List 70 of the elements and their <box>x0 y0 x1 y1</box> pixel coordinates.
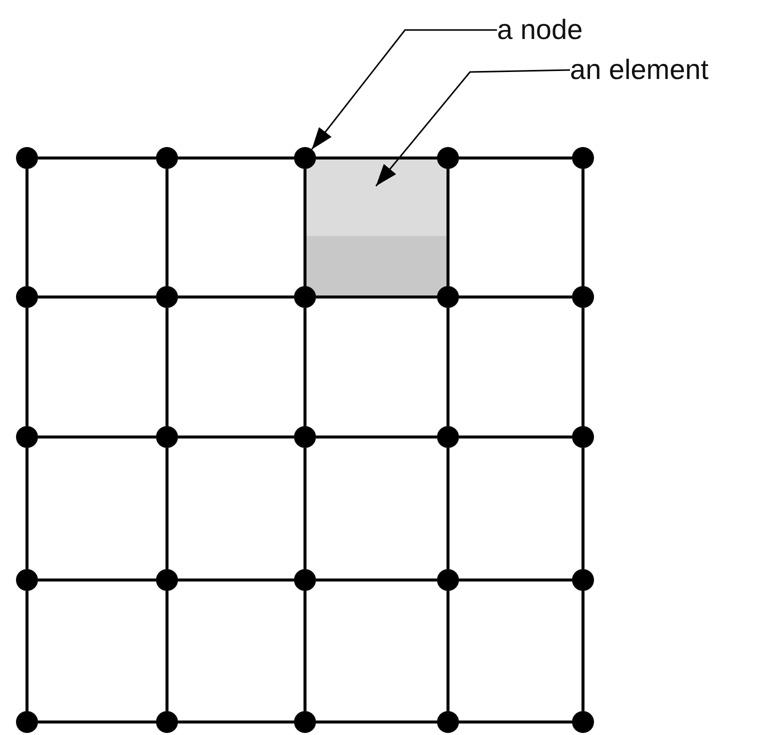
mesh-line <box>38 296 156 298</box>
mesh-line <box>582 169 584 286</box>
mesh-line <box>304 448 306 569</box>
callout-label: a node <box>497 14 583 46</box>
mesh-node-dot <box>437 286 459 308</box>
mesh-line <box>304 169 306 286</box>
mesh-node-dot <box>16 286 38 308</box>
mesh-node-dot <box>294 147 316 169</box>
leader-line <box>375 69 570 186</box>
mesh-node-dot <box>294 711 316 733</box>
mesh-line <box>178 156 294 160</box>
mesh-line <box>459 578 572 582</box>
leader-line <box>311 29 497 150</box>
mesh-line <box>178 436 294 438</box>
mesh-node-dot <box>16 426 38 448</box>
mesh-line <box>178 296 294 298</box>
mesh-node-dot <box>16 711 38 733</box>
mesh-line <box>38 578 156 582</box>
mesh-node-dot <box>156 147 178 169</box>
mesh-line <box>316 436 437 438</box>
mesh-node-dot <box>16 147 38 169</box>
mesh-element <box>305 158 448 297</box>
mesh-node-dot <box>572 569 594 591</box>
mesh-node-dot <box>437 711 459 733</box>
mesh-node-dot <box>572 711 594 733</box>
mesh-line <box>446 591 450 711</box>
mesh-line <box>38 720 156 724</box>
mesh-line <box>316 720 437 724</box>
mesh-line <box>459 156 572 160</box>
mesh-line <box>304 591 306 711</box>
mesh-line <box>316 578 437 582</box>
mesh-node-dot <box>156 569 178 591</box>
mesh-line <box>166 308 168 426</box>
mesh-node-dot <box>572 426 594 448</box>
mesh-line <box>178 720 294 724</box>
mesh-line <box>459 436 572 438</box>
mesh-line <box>316 296 437 298</box>
mesh-line <box>446 169 450 286</box>
mesh-node-dot <box>156 711 178 733</box>
mesh-line <box>446 308 450 426</box>
mesh-line <box>38 436 156 438</box>
mesh-node-dot <box>294 286 316 308</box>
mesh-line <box>166 448 168 569</box>
mesh-node-dot <box>437 569 459 591</box>
mesh-line <box>26 448 28 569</box>
mesh-line <box>316 156 437 160</box>
mesh-line <box>582 591 584 711</box>
mesh-line <box>582 308 584 426</box>
mesh-line <box>459 720 572 724</box>
mesh-line <box>304 308 306 426</box>
mesh-line <box>26 591 28 711</box>
mesh-line <box>26 308 28 426</box>
mesh-node-dot <box>294 426 316 448</box>
mesh-node-dot <box>437 426 459 448</box>
mesh-node-dot <box>156 286 178 308</box>
mesh-line <box>446 448 450 569</box>
mesh-node-dot <box>572 286 594 308</box>
mesh-node-dot <box>16 569 38 591</box>
mesh-node-dot <box>156 426 178 448</box>
mesh-line <box>459 296 572 298</box>
mesh-line <box>26 169 28 286</box>
mesh-line <box>582 448 584 569</box>
mesh-node-dot <box>294 569 316 591</box>
mesh-node-dot <box>572 147 594 169</box>
mesh-line <box>38 156 156 160</box>
mesh-node-dot <box>437 147 459 169</box>
mesh-line <box>166 591 168 711</box>
mesh-line <box>166 169 168 286</box>
callout-label: an element <box>570 54 709 86</box>
mesh-line <box>178 578 294 582</box>
